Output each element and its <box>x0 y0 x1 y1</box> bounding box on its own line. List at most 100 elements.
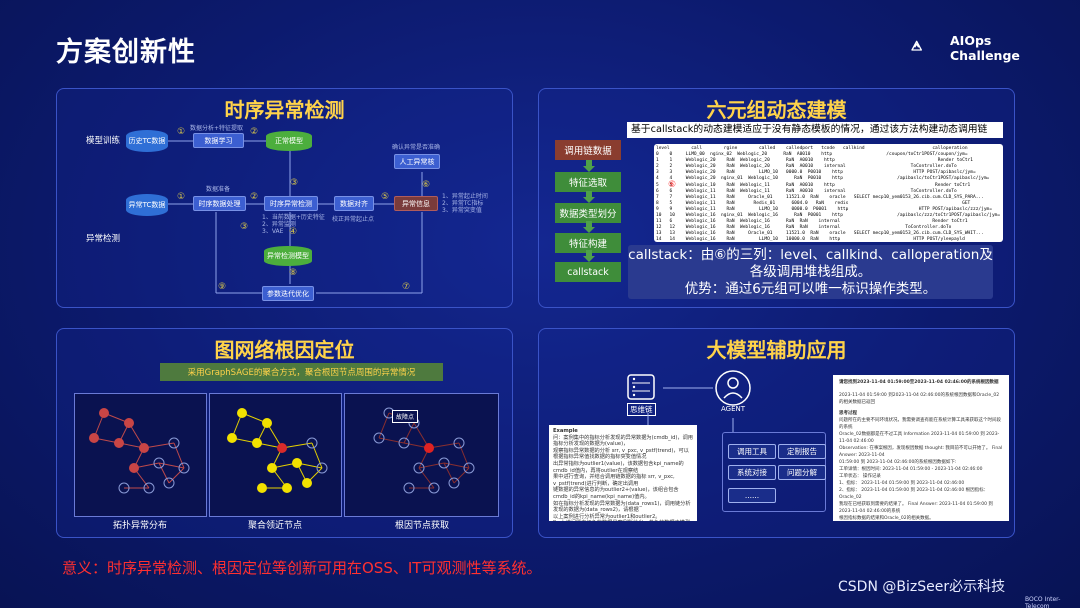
graph-node <box>118 482 130 494</box>
advantage-text: 优势：通过6元组可以唯一标识操作类型。 <box>684 281 937 297</box>
graph-node <box>237 408 247 418</box>
ts-panel-title: 时序异常检测 <box>224 98 345 122</box>
table-row: 8 5 Weblogic_11 RaN Redis_01 6004.0 RaN … <box>656 200 971 206</box>
logo-line2: Challenge <box>950 48 1020 63</box>
graph-node <box>292 458 302 468</box>
callstack-explain: callstack：由⑥的三列：level、callkind、callopera… <box>628 245 993 299</box>
chat-line: 1、指标： 2023-11-04 01:59:00 到 2023-11-04 0… <box>839 481 965 486</box>
graph-edge <box>453 467 470 484</box>
data-align-box: 数据对齐 <box>334 196 374 211</box>
system-connect-button[interactable]: 系统对接 <box>728 465 776 480</box>
graph-node <box>277 443 287 453</box>
detect-note-3: 3、VAE <box>262 228 284 235</box>
table-row: 3 3 Weblogic_20 RaN LLMO_10 0000.0 P0010… <box>656 170 976 176</box>
logo-line1: AIOps <box>950 33 992 48</box>
step-feature-build: 特征构建 <box>555 233 621 253</box>
graph-node <box>413 462 425 474</box>
step-num-8: ⑥ <box>422 180 431 190</box>
graph-node <box>153 457 165 469</box>
graph-node <box>398 437 410 449</box>
info-note-3: 3、异常突变值 <box>442 207 482 214</box>
table-row: 9 9 Weblogic_11 RaN LLMO_10 0000.0 P0001… <box>656 206 992 212</box>
info-notes: 1、异常起止时间 2、异常TC指标 3、异常突变值 <box>442 193 488 214</box>
graph-edge <box>311 442 323 469</box>
graph-node <box>262 418 272 428</box>
custom-report-button[interactable]: 定制报告 <box>778 444 826 459</box>
anomaly-model-db: 异常检测模型 <box>264 246 312 266</box>
table-row: 11 6 Weblogic_16 RaN Weblogic_16 RaN RaN… <box>656 219 968 225</box>
graph-edge <box>173 442 185 469</box>
review-note: 确认异常是否准确 <box>392 144 441 151</box>
call-tool-button[interactable]: 调用工具 <box>728 444 776 459</box>
mountain-logo-icon <box>911 40 922 51</box>
table-row: 10 10 Weblogic_16 nginx_01 Weblogic_16 R… <box>656 213 1001 219</box>
graph-node <box>99 408 109 418</box>
graph-node <box>463 462 475 474</box>
more-tools-button[interactable]: ...... <box>728 488 776 503</box>
graph-node <box>89 433 99 443</box>
graph-node <box>373 432 385 444</box>
step-num-9: ⑦ <box>402 282 411 292</box>
callstack-table: level call rgine called calledport tcode… <box>654 144 1003 242</box>
detect-note-2: 2、异常监测 <box>262 221 296 228</box>
server-icon <box>627 374 655 400</box>
table-row: 12 12 Weblogic_16 RaN Weblogic_16 RaN Ra… <box>656 225 952 231</box>
graph-network-drawing <box>89 407 475 494</box>
ts-flow-arrows <box>168 140 423 294</box>
step-num-12: ③ <box>240 222 249 232</box>
chat-line: 工单详情：根因时间: 2023-11-04 01:59:00 - 2023-11… <box>839 467 983 472</box>
table-row: 5 5 Weblogic_10 RaN Weblogic_11 RaN A001… <box>656 182 971 188</box>
caption-topology: 拓扑异常分布 <box>112 521 167 531</box>
example-line: Ps:上述问题中红色的数据是案例所给出，黄色的数据由模型分析结果和调用链分析结果… <box>553 520 693 521</box>
graph-node <box>428 482 440 494</box>
graph-edge <box>378 412 390 439</box>
graph-node <box>114 438 124 448</box>
step-callchain: 调用链数据 <box>555 140 621 160</box>
root-node-label: 故障点 <box>392 410 419 423</box>
table-rows: 0 0 LLMO_00 nginx_02 Weblogic_20 RaN A00… <box>656 152 1001 242</box>
table-row: 14 14 Weblogic_16 RaN LLMO_10 10000.0 Ra… <box>656 237 965 242</box>
table-row: 1 1 Weblogic_20 RaN Weblogic_20 RaN A001… <box>656 158 973 164</box>
table-row: 13 13 Weblogic_16 RaN Oracle_01 11521.0 … <box>656 231 984 237</box>
csdn-watermark: CSDN @BizSeer必示科技 <box>838 579 1006 595</box>
graph-edge <box>443 462 455 484</box>
step-num-4: ② <box>250 192 259 202</box>
graph-aggregate <box>209 393 342 517</box>
example-line: 出异常指标为outlier1(value)，该数据包含kpi_name的cmdb… <box>553 460 684 474</box>
normal-model-db: 正常模型 <box>266 131 312 151</box>
caption-root: 根因节点获取 <box>394 521 449 531</box>
graph-edge <box>418 462 445 469</box>
graph-node <box>316 462 328 474</box>
step-num-6: ④ <box>289 227 298 237</box>
logo-text: AIOps Challenge <box>950 33 1020 63</box>
graphsage-banner: 采用GraphSAGE的聚合方式，聚合根因节点周围的异常情况 <box>160 363 443 381</box>
param-opt-box: 参数迭代优化 <box>262 286 314 301</box>
info-note-2: 2、异常TC指标 <box>442 200 484 207</box>
chat-answer-title: 思考过程 <box>839 411 857 416</box>
six-panel-title: 六元组动态建模 <box>706 98 847 122</box>
step-num-10: ⑧ <box>289 268 298 278</box>
graph-edge <box>168 467 185 484</box>
example-line: 链数据的异常信息的为outlier2+(value)，该组合包含cmdb_id的… <box>553 487 679 500</box>
example-line: 果中进行查询，并结合调用链数据的指标 srr, v_pxc, v_pstf(tr… <box>553 474 675 487</box>
seq-proc-box: 时序数据处理 <box>193 196 246 211</box>
chat-line: 2、指标： 2023-11-04 01:59:00 到 2023-11-04 0… <box>839 488 989 500</box>
step-feature-select: 特征选取 <box>555 172 621 192</box>
graph-node <box>306 437 318 449</box>
anomaly-info-box: 异常信息 <box>394 196 438 211</box>
graph-panel-title: 图网络根因定位 <box>214 338 355 362</box>
graph-node <box>129 463 139 473</box>
chat-header: 请您找到2023-11-04 01:59:00至2023-11-04 02:46… <box>839 380 999 385</box>
chat-line: 我现在已经获取到需要的结果了。 Final Answer: 2023-11-04… <box>839 502 993 514</box>
problem-split-button[interactable]: 问题分解 <box>778 465 826 480</box>
example-line: 问：案例集中的指标分析发现的异常数据为(cmdb_id)，调用指标分析发现的数据… <box>553 434 693 448</box>
detect-note-1: 1、当前数据+历史特征 <box>262 214 325 221</box>
chat-line: Oracle_02数据都是在不过工具 Information 2023-11-0… <box>839 432 1000 444</box>
chat-line: Observation: 在事案根因，发现根因数据 thought: 我目前不可… <box>839 446 1003 458</box>
graph-node <box>302 478 312 488</box>
page-title: 方案创新性 <box>56 37 196 68</box>
step-num-5: ③ <box>290 178 299 188</box>
graph-edge <box>378 437 405 444</box>
table-row: 7 7 Weblogic_11 RaN Oracle_01 11521.0 Ra… <box>656 194 984 200</box>
